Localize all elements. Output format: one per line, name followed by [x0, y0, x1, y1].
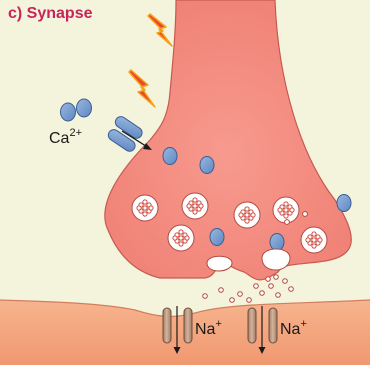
neurotransmitter-dot: [143, 200, 147, 204]
synaptic-vesicle-icon: [301, 227, 327, 253]
lightning-icon: [148, 14, 172, 46]
neurotransmitter-dot: [290, 208, 294, 212]
synaptic-vesicle-icon: [234, 202, 260, 228]
neurotransmitter-dot: [306, 238, 310, 242]
neurotransmitter-dot: [149, 206, 153, 210]
neurotransmitter-dot: [193, 210, 197, 214]
neurotransmitter-dot: [278, 208, 282, 212]
lightning-icon: [129, 70, 155, 107]
calcium-channel-icon: [106, 114, 144, 153]
neurotransmitter-dot: [245, 213, 249, 217]
calcium-ion-icon: [270, 234, 284, 251]
neurotransmitter-dot: [179, 242, 183, 246]
neurotransmitter-dot: [251, 213, 255, 217]
neurotransmitter-dot: [284, 202, 288, 206]
synaptic-vesicle-icon: [273, 197, 299, 223]
neurotransmitter-dot: [239, 213, 243, 217]
neurotransmitter-dot: [193, 204, 197, 208]
neurotransmitter-dot: [318, 238, 322, 242]
neurotransmitter-dot: [284, 214, 288, 218]
synaptic-vesicle-icon: [132, 195, 158, 221]
neurotransmitter-dot: [143, 212, 147, 216]
released-neurotransmitter: [203, 275, 294, 303]
calcium-ion-icon: [200, 157, 214, 174]
neurotransmitter-dot: [312, 232, 316, 236]
neurotransmitter-dot: [179, 230, 183, 234]
synaptic-vesicle-icon: [168, 225, 194, 251]
neurotransmitter-dot: [245, 219, 249, 223]
calcium-ion-icon: [61, 103, 76, 121]
calcium-ion-icon: [77, 99, 92, 117]
synaptic-vesicle-icon: [182, 193, 208, 219]
fusing-vesicle-icon: [262, 249, 290, 270]
neurotransmitter-dot: [199, 204, 203, 208]
calcium-ion-icon: [210, 229, 224, 246]
neurotransmitter-dot: [137, 206, 141, 210]
neurotransmitter-dot: [312, 238, 316, 242]
neurotransmitter-dot: [185, 236, 189, 240]
neurotransmitter-dot: [173, 236, 177, 240]
neurotransmitter-dot: [312, 244, 316, 248]
calcium-ion-icon: [337, 195, 351, 212]
neurotransmitter-dot: [179, 236, 183, 240]
fusing-vesicle-icon: [207, 256, 232, 271]
neurotransmitter-dot: [284, 208, 288, 212]
calcium-ion-icon: [163, 148, 177, 165]
neurotransmitter-dot: [143, 206, 147, 210]
neurotransmitter-dot: [245, 207, 249, 211]
neurotransmitter-dot: [187, 204, 191, 208]
calcium-label: Ca2+: [49, 127, 82, 147]
neurotransmitter-dot: [193, 198, 197, 202]
